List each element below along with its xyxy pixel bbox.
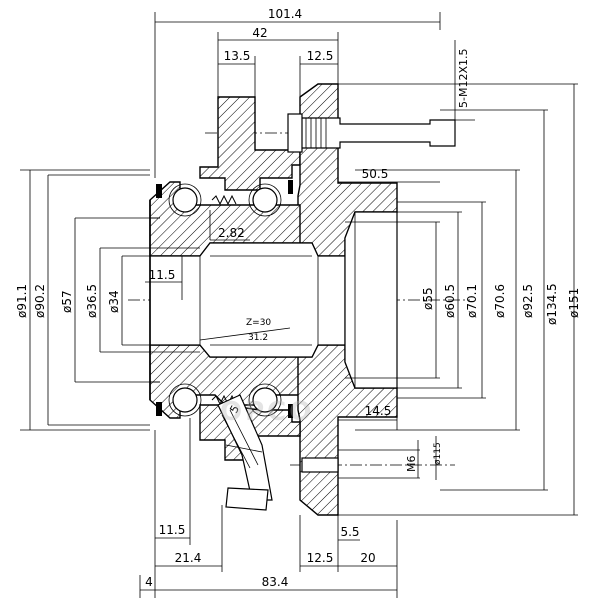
- wheel-stud: [299, 117, 456, 149]
- pcd-label: ø115: [433, 442, 443, 465]
- dim-92-5-label: ø92.5: [521, 284, 535, 318]
- dim-70-1-label: ø70.1: [465, 284, 479, 318]
- dim-42: 42: [217, 26, 339, 97]
- seal-lower-right: [288, 404, 293, 418]
- housing-upper: [199, 96, 301, 191]
- dim-101-4-label: 101.4: [268, 7, 302, 21]
- dim-bottom-21-4: 21.4: [155, 505, 223, 572]
- dim-11-5-inner: 11.5: [145, 256, 183, 300]
- dim-13-5: 13.5: [218, 49, 256, 97]
- spring-lower: [211, 394, 237, 406]
- ball-lower-right: [252, 387, 278, 413]
- dim-bottom-5-5: 5.5: [338, 525, 360, 541]
- dim-70-6-label: ø70.6: [493, 284, 507, 318]
- dim-91-1-label: ø91.1: [15, 284, 29, 318]
- dim-60-5-label: ø60.5: [443, 284, 457, 318]
- abs-sensor-detail: [221, 409, 263, 469]
- seal-upper-left: [156, 184, 162, 198]
- dim-bottom-83-4-label: 83.4: [262, 575, 289, 589]
- dim-bottom-12-5: 12.5: [299, 515, 339, 572]
- ball-cage-lr: [248, 383, 282, 417]
- dim-12-5-top: 12.5: [299, 49, 338, 97]
- stud-thread-label: 5-M12X1.5: [457, 49, 470, 109]
- spline-z-label: Z=30: [246, 318, 271, 328]
- dim-134-5-label: ø134.5: [545, 283, 559, 325]
- abs-sensor: [217, 394, 273, 501]
- dim-13-5-label: 13.5: [224, 49, 251, 63]
- seal-upper-right: [288, 180, 293, 194]
- ball-cage-ur: [248, 183, 282, 217]
- dim-36-5-label: ø36.5: [85, 284, 99, 318]
- dim-14-5-label: 14.5: [365, 404, 392, 418]
- dim-bottom-11-5-label: 11.5: [159, 523, 186, 537]
- spline-leader: [199, 327, 291, 341]
- dim-11-5-inner-label: 11.5: [149, 268, 176, 282]
- dim-bottom-12-5-label: 12.5: [307, 551, 334, 565]
- dim-14-5: 14.5: [338, 404, 398, 430]
- dim-bottom-21-4-label: 21.4: [175, 551, 202, 565]
- dim-12-5-top-label: 12.5: [307, 49, 334, 63]
- dim-bottom-20: 20: [338, 551, 397, 567]
- dim-bottom-20-label: 20: [360, 551, 375, 565]
- dim-55-label: ø55: [421, 287, 435, 310]
- watermark-logo: OPCO: [220, 397, 314, 427]
- dim-34-label: ø34: [107, 290, 121, 313]
- ball-upper-left: [172, 187, 198, 213]
- m6-label: M6: [405, 456, 418, 473]
- dim-90-2-label: ø90.2: [33, 284, 47, 318]
- seal-lower-left: [156, 402, 162, 416]
- dim-151-label: ø151: [567, 288, 581, 318]
- dim-50-5-label: 50.5: [362, 167, 389, 181]
- ball-lower-left: [172, 387, 198, 413]
- flange-recess: [344, 211, 398, 389]
- dim-bottom-5-5-label: 5.5: [340, 525, 359, 539]
- abs-connector: [225, 487, 269, 511]
- dim-bottom-11-5: 11.5: [155, 418, 191, 545]
- dim-50-5: 50.5: [338, 167, 440, 183]
- dim-bottom-4-label: 4: [145, 575, 153, 589]
- m6-bolt-hole: [301, 457, 339, 473]
- dim-57-label: ø57: [60, 290, 74, 313]
- dim-right-dias: [338, 83, 578, 516]
- ball-cage-ll: [168, 383, 202, 417]
- dim-2-82-label: 2.82: [218, 226, 245, 240]
- dim-overall-top: 101.4: [154, 7, 441, 178]
- dim-42-label: 42: [252, 26, 267, 40]
- dim-bottom-83-4: 4 83.4: [139, 430, 398, 598]
- ball-cage-ul: [168, 183, 202, 217]
- dim-left-dias: [20, 169, 200, 431]
- stud-head: [287, 113, 303, 153]
- ball-upper-right: [252, 187, 278, 213]
- spline-d-label: 31.2: [248, 333, 268, 343]
- spring-upper: [211, 194, 237, 206]
- stud-knurl: [305, 118, 327, 148]
